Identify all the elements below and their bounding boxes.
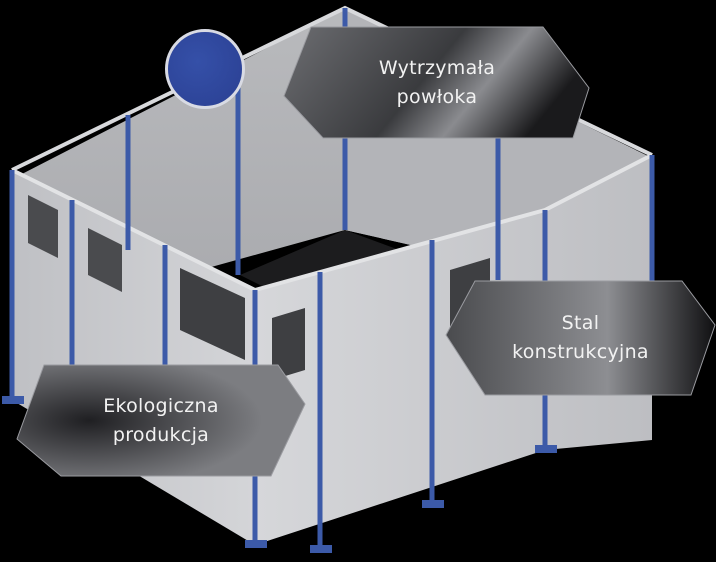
feature-badge-coating: Wytrzymała powłoka: [283, 26, 591, 139]
color-swatch[interactable]: [165, 29, 245, 109]
badge-shape: [283, 26, 590, 139]
feature-badge-eco: Ekologiczna produkcja: [16, 364, 306, 477]
feature-badge-steel: Stal konstrukcyjna: [445, 280, 716, 396]
badge-line2: konstrukcyjna: [512, 341, 649, 363]
badge-line2: produkcja: [112, 423, 210, 446]
badge-line2: powłoka: [396, 85, 478, 108]
badge-shape: [445, 280, 716, 396]
badge-shape: [16, 364, 306, 477]
badge-line1: Wytrzymała: [378, 56, 496, 79]
badge-line1: Stal: [561, 312, 600, 334]
badge-line1: Ekologiczna: [103, 394, 219, 417]
